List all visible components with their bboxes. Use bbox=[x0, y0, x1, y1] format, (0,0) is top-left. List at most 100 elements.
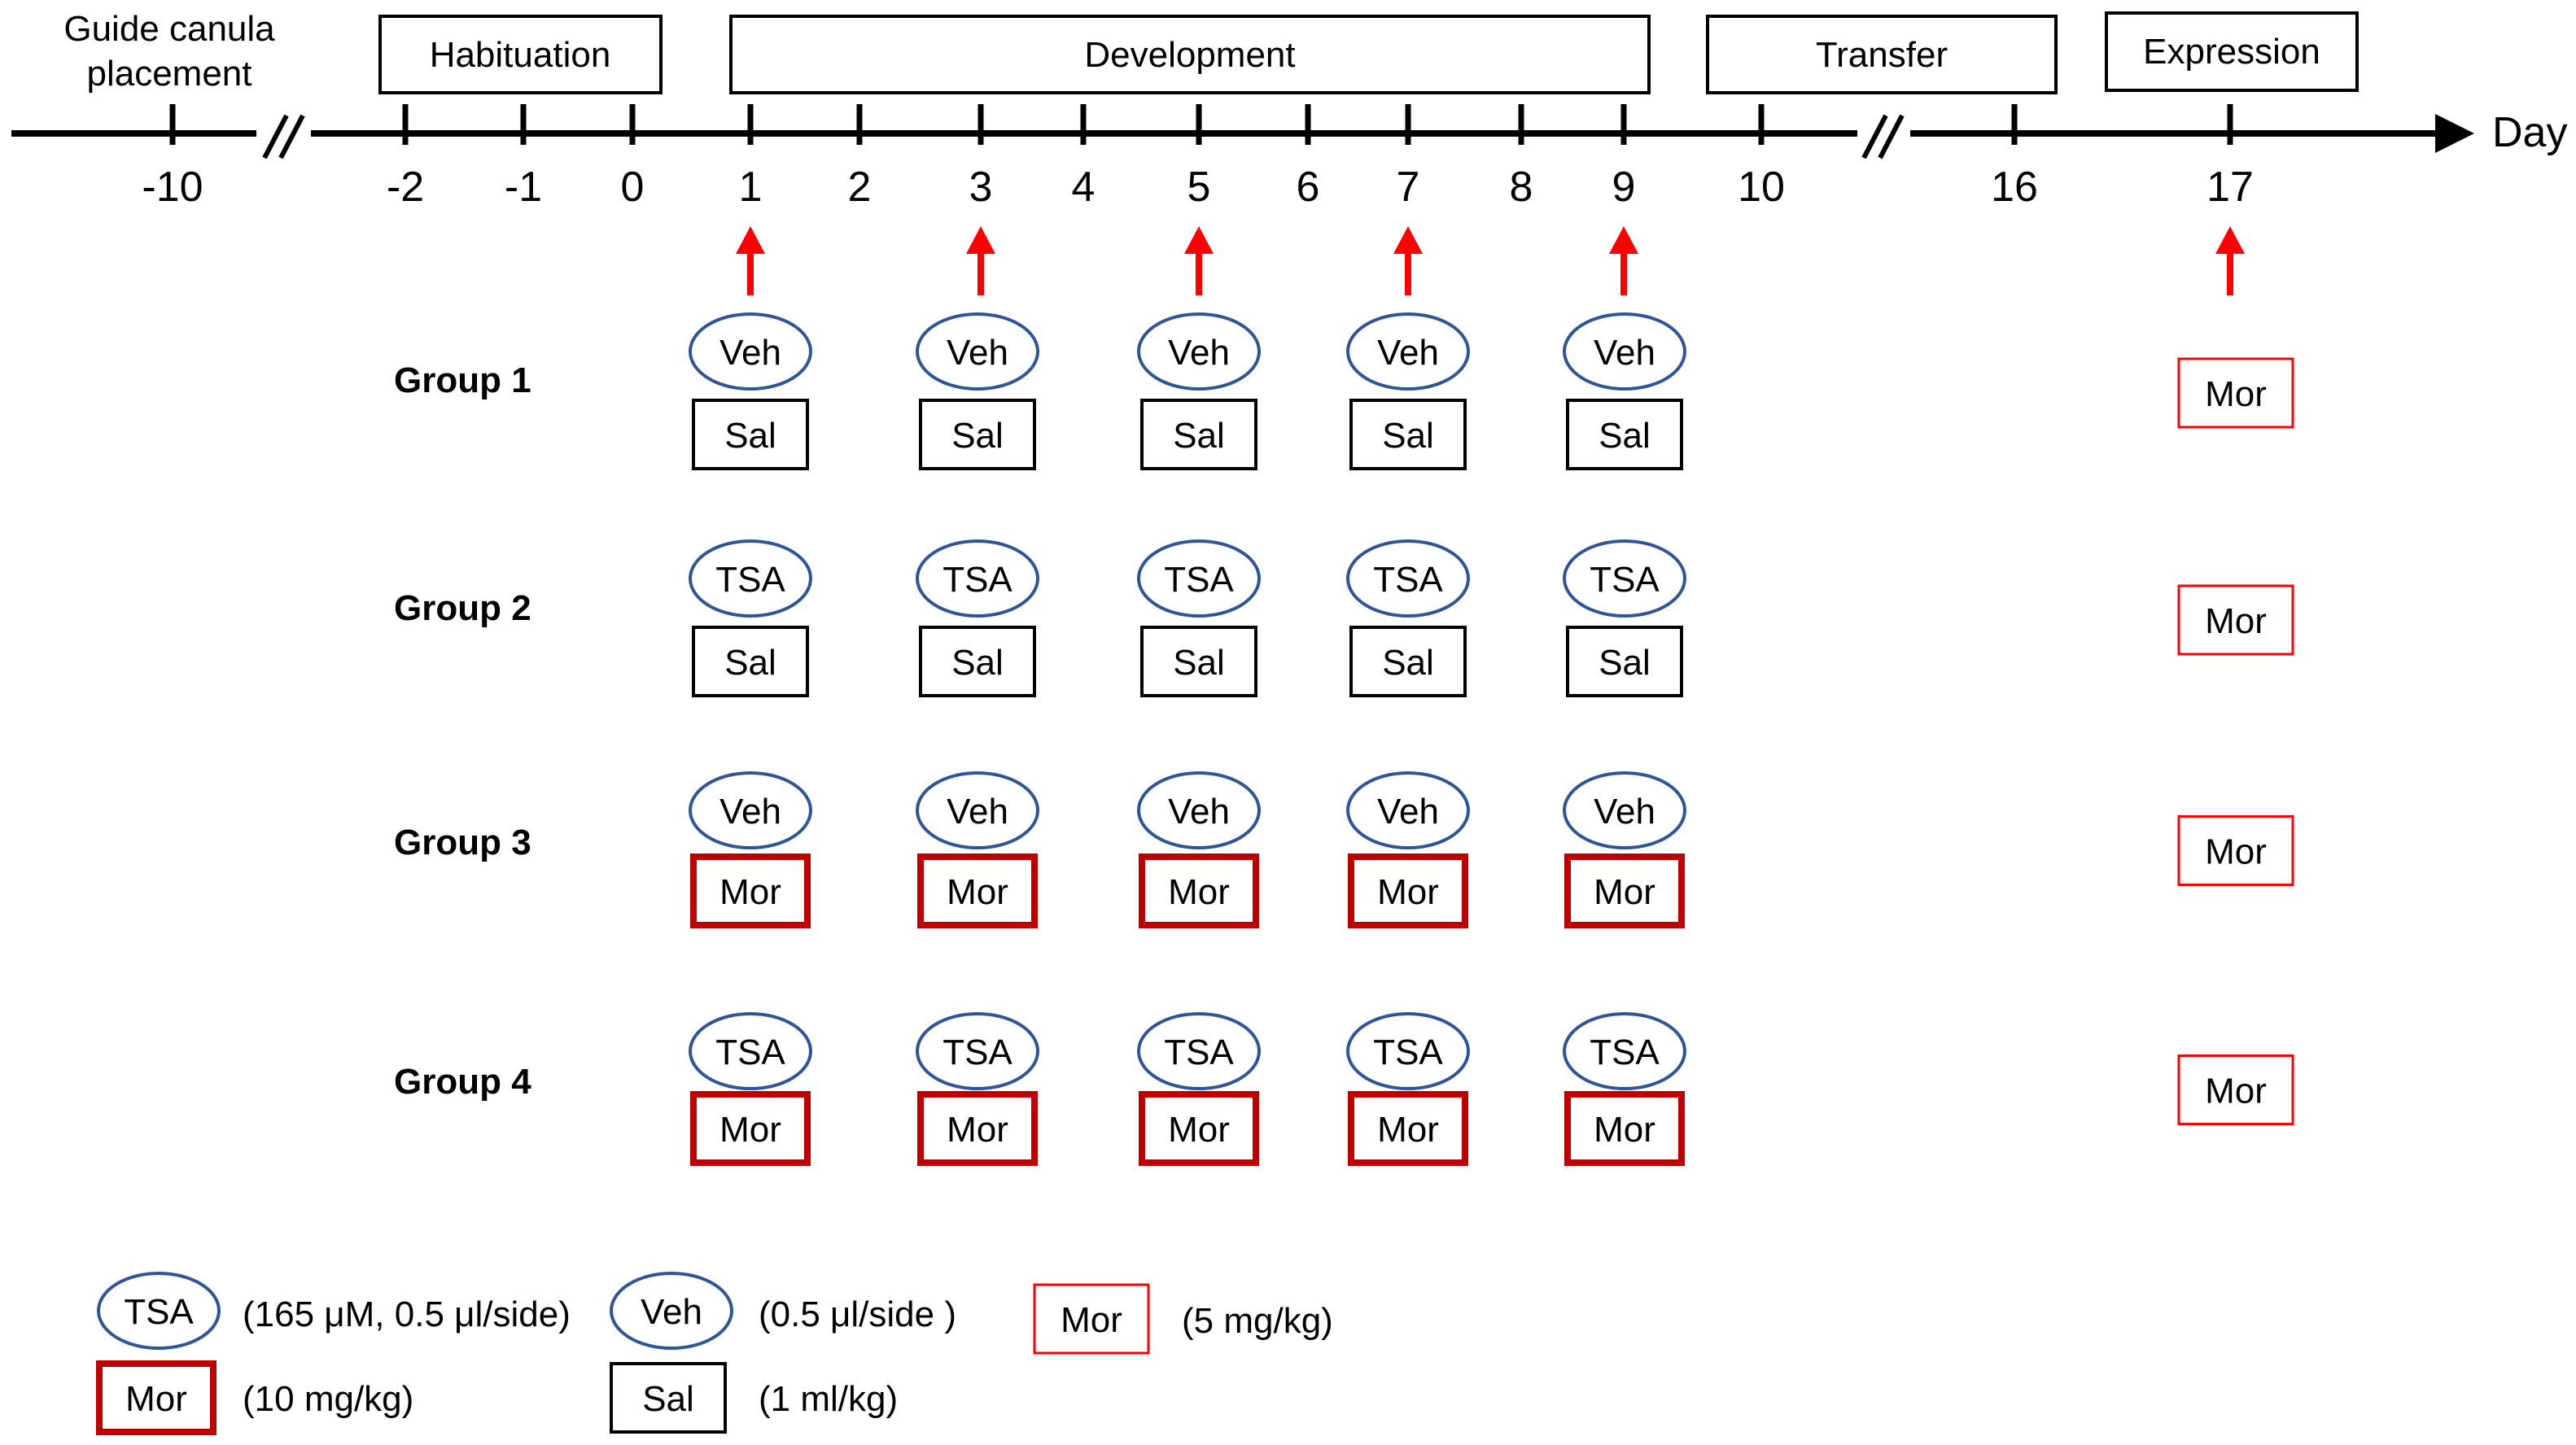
pretreatment-label: TSA bbox=[1590, 1032, 1660, 1072]
axis-unit-label: Day bbox=[2492, 109, 2567, 156]
group-label: Group 3 bbox=[394, 823, 531, 862]
legend-description: (10 mg/kg) bbox=[243, 1379, 413, 1419]
pretreatment-ellipse bbox=[916, 771, 1039, 849]
injection-arrow-head bbox=[1393, 226, 1423, 254]
group-label: Group 2 bbox=[394, 588, 531, 628]
saline-label: Sal bbox=[1382, 643, 1434, 683]
pretreatment-ellipse bbox=[1563, 539, 1686, 618]
pretreatment-ellipse bbox=[1563, 771, 1686, 849]
phase-label-guide-line2: placement bbox=[86, 54, 251, 94]
axis-arrowhead bbox=[2435, 114, 2474, 153]
pretreatment-label: Veh bbox=[1168, 792, 1230, 832]
treatment-groups: Group 1VehSalVehSalVehSalVehSalVehSalMor… bbox=[394, 312, 2294, 1166]
saline-label: Sal bbox=[724, 643, 776, 683]
saline-box bbox=[919, 626, 1036, 697]
morphine-high-dose-box bbox=[690, 853, 811, 928]
legend-description: (5 mg/kg) bbox=[1182, 1301, 1333, 1341]
pretreatment-label: TSA bbox=[1373, 560, 1443, 600]
pretreatment-label: TSA bbox=[942, 560, 1012, 600]
axis-tick-label: 5 bbox=[1187, 164, 1211, 211]
pretreatment-label: TSA bbox=[942, 1032, 1012, 1072]
axis-tick-label: 0 bbox=[621, 164, 645, 211]
saline-label: Sal bbox=[1382, 416, 1434, 456]
morphine-high-dose-label: Mor bbox=[125, 1379, 187, 1419]
morphine-low-dose-label: Mor bbox=[2205, 832, 2267, 872]
axis-tick-label: 1 bbox=[739, 164, 763, 211]
axis-tick-label: 17 bbox=[2206, 164, 2254, 211]
injection-arrow-head bbox=[966, 226, 995, 254]
morphine-low-dose-box bbox=[2177, 357, 2294, 429]
axis-tick-label: 16 bbox=[1991, 164, 2038, 211]
saline-box bbox=[692, 626, 809, 697]
saline-label: Sal bbox=[1599, 416, 1651, 456]
pretreatment-ellipse bbox=[1137, 539, 1261, 618]
pretreatment-label: TSA bbox=[124, 1292, 194, 1332]
legend: TSA(165 μM, 0.5 μl/side) Veh (0.5 μl/side … bbox=[96, 1272, 1333, 1435]
morphine-low-dose-box bbox=[2177, 584, 2294, 656]
morphine-high-dose-box bbox=[1348, 1091, 1468, 1166]
morphine-low-dose-box bbox=[2177, 1054, 2294, 1125]
injection-arrow-head bbox=[736, 226, 765, 254]
morphine-low-dose-label: Mor bbox=[2205, 374, 2267, 414]
pretreatment-ellipse bbox=[1346, 312, 1470, 391]
axis-tick-label: 7 bbox=[1397, 164, 1420, 211]
pretreatment-label: Veh bbox=[641, 1292, 702, 1332]
pretreatment-ellipse bbox=[1346, 539, 1470, 618]
pretreatment-label: Veh bbox=[947, 333, 1008, 373]
morphine-low-dose-box bbox=[2177, 815, 2294, 886]
morphine-high-dose-box bbox=[1348, 853, 1468, 928]
morphine-high-dose-label: Mor bbox=[1377, 872, 1439, 912]
axis-break-mark bbox=[262, 114, 289, 159]
pretreatment-label: TSA bbox=[715, 1032, 785, 1072]
group-label: Group 4 bbox=[394, 1062, 531, 1102]
saline-label: Sal bbox=[642, 1379, 694, 1419]
pretreatment-ellipse bbox=[916, 1012, 1039, 1090]
morphine-high-dose-label: Mor bbox=[1594, 1110, 1655, 1150]
saline-box bbox=[1140, 626, 1257, 697]
phase-label-expression: Expression bbox=[2143, 32, 2320, 72]
morphine-high-dose-label: Mor bbox=[947, 1110, 1008, 1150]
legend-description: (0.5 μl/side ) bbox=[759, 1294, 956, 1334]
axis-tick-label: 3 bbox=[969, 164, 993, 211]
saline-box bbox=[610, 1362, 727, 1434]
phase-label-guide-line1: Guide canula bbox=[63, 9, 275, 49]
axis-break-mark bbox=[1861, 114, 1888, 159]
pretreatment-label: Veh bbox=[1594, 792, 1655, 832]
phase-label-habituation: Habituation bbox=[430, 35, 611, 75]
pretreatment-label: TSA bbox=[1164, 560, 1234, 600]
axis-tick-label: 2 bbox=[848, 164, 872, 211]
morphine-high-dose-box bbox=[1564, 853, 1685, 928]
morphine-high-dose-label: Mor bbox=[1377, 1110, 1439, 1150]
axis-tick-label: 6 bbox=[1297, 164, 1320, 211]
pretreatment-label: Veh bbox=[947, 792, 1008, 832]
pretreatment-ellipse bbox=[916, 539, 1039, 618]
saline-box bbox=[1140, 399, 1257, 470]
pretreatment-ellipse bbox=[689, 771, 812, 849]
phase-label-transfer: Transfer bbox=[1816, 35, 1948, 75]
pretreatment-label: TSA bbox=[1164, 1032, 1234, 1072]
legend-item: Veh (0.5 μl/side ) bbox=[610, 1272, 956, 1350]
pretreatment-label: TSA bbox=[1590, 560, 1660, 600]
phase-box-expression bbox=[2105, 11, 2359, 92]
legend-description: (1 ml/kg) bbox=[759, 1379, 898, 1419]
saline-label: Sal bbox=[1173, 643, 1225, 683]
axis-tick-label: -1 bbox=[505, 164, 542, 211]
pretreatment-ellipse bbox=[97, 1272, 221, 1350]
phase-box-transfer bbox=[1706, 15, 2058, 94]
morphine-high-dose-label: Mor bbox=[1168, 1110, 1230, 1150]
phase-headers: Guide canula placement Habituation Devel… bbox=[63, 9, 2359, 94]
morphine-high-dose-label: Mor bbox=[947, 872, 1008, 912]
morphine-high-dose-box bbox=[1139, 853, 1259, 928]
morphine-low-dose-label: Mor bbox=[2205, 1072, 2267, 1111]
axis-break-mark bbox=[1878, 114, 1905, 159]
legend-item: TSA(165 μM, 0.5 μl/side) bbox=[97, 1272, 571, 1350]
morphine-high-dose-label: Mor bbox=[719, 872, 781, 912]
morphine-high-dose-box bbox=[917, 853, 1038, 928]
morphine-high-dose-box bbox=[1139, 1091, 1259, 1166]
pretreatment-label: TSA bbox=[715, 560, 785, 600]
